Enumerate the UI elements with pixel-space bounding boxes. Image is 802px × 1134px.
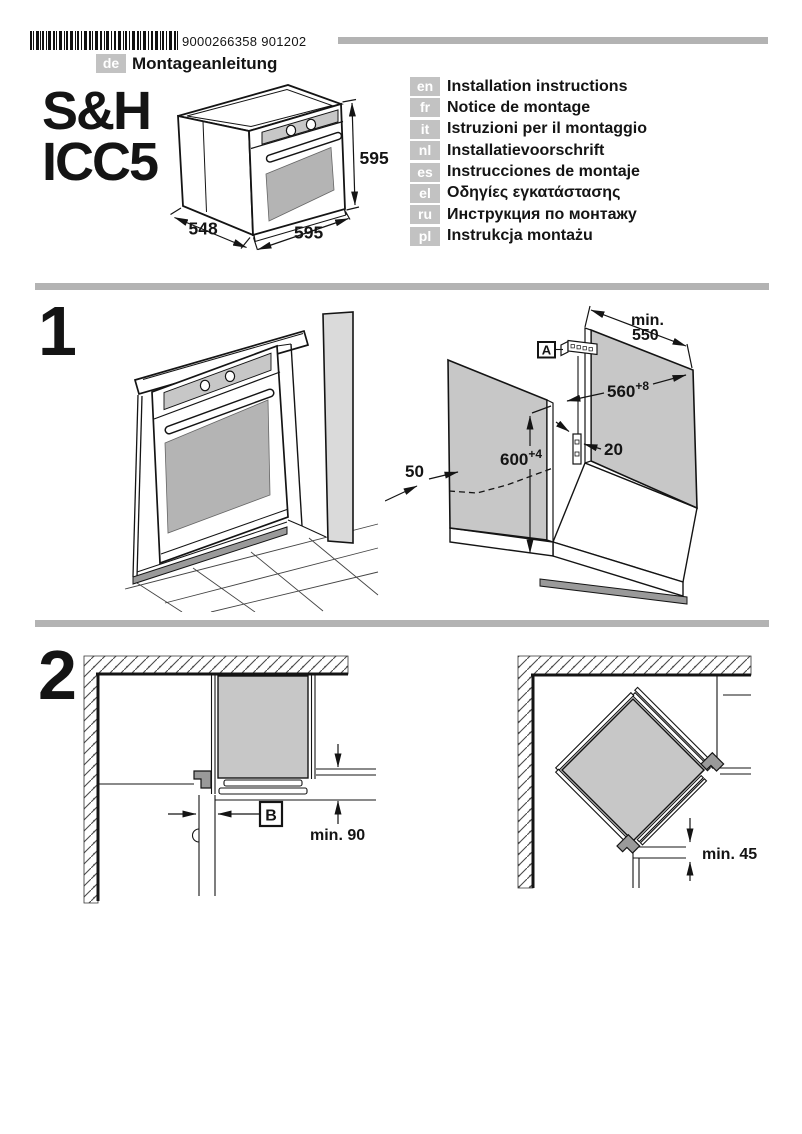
dim-min-90-label: min. 90: [310, 827, 365, 844]
language-label: Installatievoorschrift: [447, 141, 605, 159]
toe-kick: [539, 578, 688, 605]
plinth: [132, 526, 288, 585]
language-label: Notice de montage: [447, 98, 591, 116]
language-code-badge: nl: [410, 141, 440, 161]
language-label: Instrucciones de montaje: [447, 163, 640, 181]
barcode: [30, 31, 178, 50]
section-divider-2: [35, 620, 769, 627]
bracket-icon: [560, 340, 569, 357]
dim-depth-label: 548: [189, 219, 218, 239]
language-label: Istruzioni per il montaggio: [447, 120, 647, 138]
language-row-fr: fr Notice de montage: [410, 98, 647, 118]
language-row-el: el Οδηγίες εγκατάστασης: [410, 183, 647, 203]
wall: [322, 311, 354, 544]
language-row-ru: ru Инструкция по монтажу: [410, 205, 647, 225]
oven-rotated-plan: [560, 697, 706, 843]
oven-dimension-diagram: 595 548 595: [170, 84, 389, 251]
language-code-badge: es: [410, 162, 440, 182]
dim-width-label: 595: [294, 223, 323, 243]
barcode-number: 9000266358 901202: [182, 34, 307, 49]
dim-min-550: [584, 305, 693, 369]
callout-b: B: [265, 808, 277, 825]
dim-niche-width: [566, 374, 687, 402]
model-line-1: S&H: [42, 81, 152, 141]
dim-height-label: 595: [360, 148, 389, 168]
language-row-it: it Istruzioni per il montaggio: [410, 119, 647, 139]
language-label: Installation instructions: [447, 77, 628, 95]
doc-language-badge: de: [96, 54, 126, 73]
header-rule: [338, 37, 768, 44]
model-name: S&H ICC5: [42, 81, 159, 192]
door-glass: [164, 399, 271, 534]
step-2-number: 2: [38, 636, 77, 714]
language-label: Инструкция по монтажу: [447, 205, 637, 223]
dim-recess: [385, 467, 554, 502]
language-code-badge: fr: [410, 98, 440, 118]
countertop: [133, 329, 310, 396]
language-row-pl: pl Instrukcja montażu: [410, 226, 647, 246]
language-row-es: es Instrucciones de montaje: [410, 162, 647, 182]
doc-title: Montageanleitung: [132, 54, 278, 73]
dim-min550-line1: min.: [631, 312, 664, 329]
dim-min550-line2: 550: [632, 327, 659, 344]
section-divider-1: [35, 283, 769, 290]
callout-a: A: [542, 343, 552, 358]
dim-b: [168, 800, 284, 828]
language-row-en: en Installation instructions: [410, 77, 647, 96]
model-line-2: ICC5: [42, 132, 159, 192]
language-code-badge: el: [410, 183, 440, 203]
dimension-lines: [170, 98, 360, 251]
language-label: Instrukcja montażu: [447, 227, 593, 245]
corner-installation-45deg-diagram: min. 45: [517, 655, 757, 889]
language-code-badge: ru: [410, 205, 440, 225]
language-code-badge: en: [410, 77, 440, 96]
mounting-rail-group: [537, 339, 598, 465]
kitchen-installation-illustration: [124, 311, 379, 612]
step-1-number: 1: [38, 292, 77, 370]
dim-min-45-label: min. 45: [702, 846, 757, 863]
language-code-badge: it: [410, 119, 440, 139]
language-list: en Installation instructions fr Notice d…: [410, 77, 647, 246]
language-code-badge: pl: [410, 226, 440, 246]
dim-recess-label: 50: [405, 462, 424, 481]
dim-rail-offset-label: 20: [604, 440, 623, 459]
corner-trim: [616, 833, 641, 854]
corner-trim: [193, 770, 212, 789]
dim-niche-width-label: 560+8: [607, 379, 649, 401]
dim-niche-height: [526, 405, 552, 554]
language-row-nl: nl Installatievoorschrift: [410, 141, 647, 161]
plan-view-door-clearance-diagram: B min. 90: [83, 655, 376, 904]
cabinet-niche-diagram: A min. 550 560+8 600+4 20 50: [385, 305, 698, 605]
oven-plan: [217, 675, 309, 779]
corner-trim: [700, 751, 725, 772]
language-label: Οδηγίες εγκατάστασης: [447, 184, 621, 202]
dim-niche-height-label: 600+4: [500, 447, 542, 469]
